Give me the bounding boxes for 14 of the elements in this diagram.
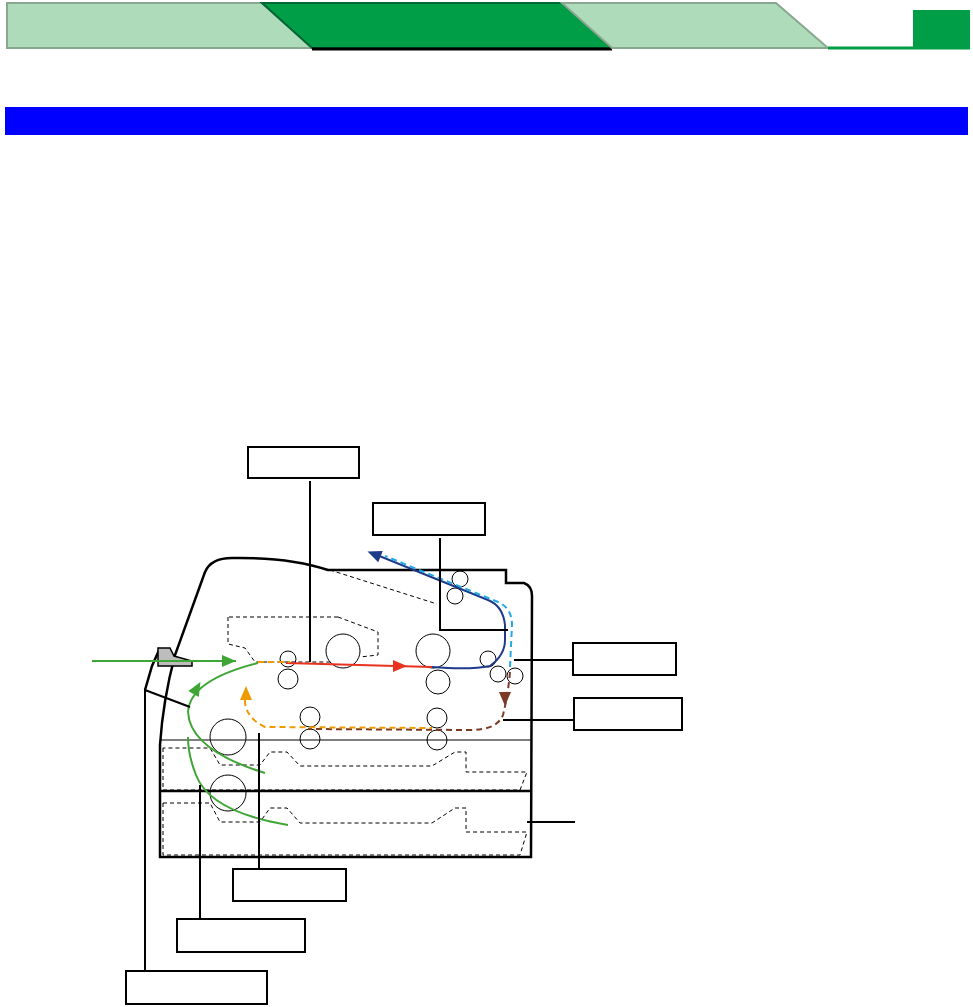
leader-line bbox=[144, 688, 191, 971]
label-box bbox=[247, 446, 360, 479]
label-box bbox=[372, 502, 486, 536]
label-box bbox=[125, 970, 268, 1005]
label-box bbox=[572, 642, 677, 676]
leader-line bbox=[513, 659, 573, 661]
label-box bbox=[176, 918, 306, 953]
leader-line bbox=[309, 480, 311, 663]
leader-line bbox=[502, 719, 574, 721]
leader-line bbox=[258, 732, 260, 869]
leader-line bbox=[199, 784, 201, 919]
label-box bbox=[573, 697, 683, 731]
leader-line bbox=[439, 537, 509, 631]
label-box bbox=[232, 868, 347, 902]
